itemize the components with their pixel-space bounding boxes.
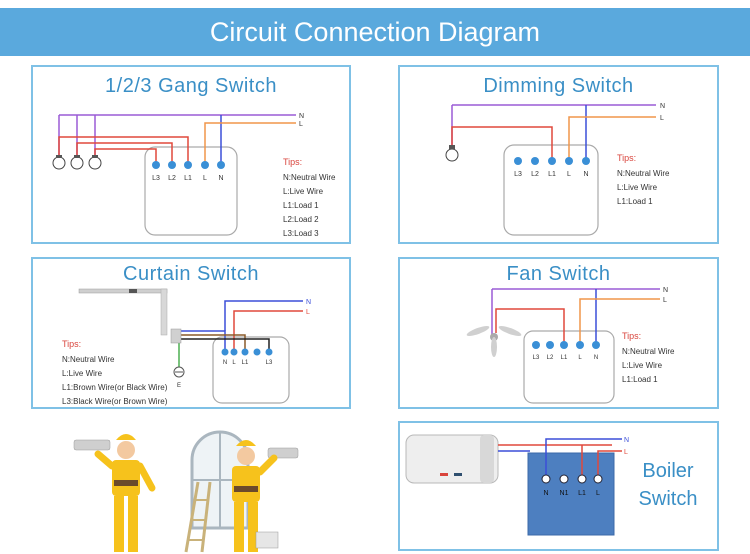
wire-label-n: N <box>306 299 311 306</box>
electricians-illustration <box>73 430 299 553</box>
terminal-dot <box>201 161 209 169</box>
tip-line: N:Neutral Wire <box>622 347 675 356</box>
terminal-label: N1 <box>560 490 569 497</box>
boiler-title-line: Switch <box>638 488 698 510</box>
curtain-switch-panel: Curtain Switch E N L L1 L3 N L Tips: N:N… <box>31 257 351 409</box>
terminal-dot <box>168 161 176 169</box>
gang-switch-panel: 1/2/3 Gang Switch L3 L2 L1 L N N L Tips:… <box>31 65 351 244</box>
tip-line: L:Live Wire <box>283 187 324 196</box>
fan-switch-panel: Fan Switch L3 L2 L1 L N N L Tips: N:Neut… <box>398 257 719 409</box>
terminal-label: L2 <box>168 175 176 182</box>
terminal-label: N <box>583 171 588 178</box>
worker-icon <box>232 440 299 552</box>
terminal-label: L3 <box>514 171 522 178</box>
tip-line: L:Live Wire <box>617 183 658 192</box>
gang-tips: Tips: N:Neutral Wire L:Live Wire L1:Load… <box>283 155 335 241</box>
boiler-switch-panel: N N1 L1 L N L Boiler Switch <box>398 421 719 551</box>
terminal-label: L2 <box>547 355 554 361</box>
boiler-title-line: Boiler <box>642 460 694 482</box>
terminal-label: N <box>223 360 227 366</box>
curtain-switch-diagram: E N L L1 L3 N L <box>78 288 311 404</box>
boiler-switch-box <box>527 452 615 536</box>
tip-line: L:Live Wire <box>622 361 663 370</box>
water-heater-icon <box>405 434 499 484</box>
wire-label-n: N <box>624 437 629 444</box>
tip-line: L3:Load 3 <box>283 229 319 238</box>
gang-live-wire <box>204 122 296 165</box>
tip-line: N:Neutral Wire <box>617 169 670 178</box>
terminal-dot <box>184 161 192 169</box>
terminal-label: L <box>203 175 207 182</box>
bulb-icon <box>70 155 84 170</box>
dimming-switch-box <box>503 144 599 236</box>
tips-heading: Tips: <box>283 157 303 167</box>
tips-heading: Tips: <box>622 331 642 341</box>
terminal-label: L <box>578 355 582 361</box>
bulb-icon <box>88 155 102 170</box>
terminal-label: L <box>567 171 571 178</box>
gang-switch-diagram: L3 L2 L1 L N N L <box>52 113 304 236</box>
bulb-icon <box>52 155 66 170</box>
tip-line: L1:Load 1 <box>283 201 319 210</box>
terminal-label: L3 <box>152 175 160 182</box>
tips-heading: Tips: <box>617 153 637 163</box>
wire-label-n: N <box>299 113 304 120</box>
tip-line: L3:Black Wire(or Brown Wire) <box>62 397 168 406</box>
dimming-tips: Tips: N:Neutral Wire L:Live Wire L1:Load… <box>617 151 669 209</box>
dimming-switch-panel: Dimming Switch L3 L2 L1 L N N L Tips: N:… <box>398 65 719 244</box>
terminal-label: L1 <box>242 360 249 366</box>
curtain-rail-icon <box>78 288 168 336</box>
dimming-switch-title: Dimming Switch <box>483 75 634 97</box>
boiler-switch-diagram: N N1 L1 L N L <box>405 434 629 536</box>
boiler-switch-title: Boiler Switch <box>626 457 710 513</box>
fan-switch-title: Fan Switch <box>506 263 611 285</box>
tip-line: L1:Load 1 <box>617 197 653 206</box>
terminal-label: L <box>596 490 600 497</box>
terminal-label: L <box>232 360 236 366</box>
terminal-label: N <box>543 490 548 497</box>
terminal-label: N <box>218 175 223 182</box>
tip-line: L1:Brown Wire(or Black Wire) <box>62 383 168 392</box>
wire-label-l: L <box>624 449 628 456</box>
curtain-switch-title: Curtain Switch <box>123 263 259 285</box>
wire-label-n: N <box>660 103 665 110</box>
gang-switch-box <box>144 146 238 236</box>
wire-label-l: L <box>660 115 664 122</box>
wire-label-l: L <box>663 297 667 304</box>
tip-line: N:Neutral Wire <box>62 355 115 364</box>
ladder-icon <box>184 481 212 553</box>
terminal-label: L1 <box>184 175 192 182</box>
terminal-dot <box>217 161 225 169</box>
page-title: Circuit Connection Diagram <box>209 17 541 47</box>
dimming-switch-diagram: L3 L2 L1 L N N L <box>445 103 665 236</box>
bulb-icon <box>445 145 459 162</box>
gang-switch-title: 1/2/3 Gang Switch <box>105 75 277 97</box>
terminal-label: L3 <box>533 355 540 361</box>
worker-icon <box>73 434 156 552</box>
fan-switch-box <box>523 330 615 404</box>
wire-label-l: L <box>306 309 310 316</box>
terminal-label: L1 <box>578 490 586 497</box>
terminal-label: L1 <box>561 355 568 361</box>
tips-heading: Tips: <box>62 339 82 349</box>
terminal-label: N <box>594 355 598 361</box>
terminal-label: L2 <box>531 171 539 178</box>
ground-label: E <box>177 383 181 389</box>
curtain-tips: Tips: N:Neutral Wire L:Live Wire L1:Brow… <box>62 337 167 409</box>
fan-tips: Tips: N:Neutral Wire L:Live Wire L1:Load… <box>622 329 674 387</box>
tip-line: L:Live Wire <box>62 369 103 378</box>
wire-label-n: N <box>663 287 668 294</box>
terminal-label: L3 <box>266 360 273 366</box>
tip-line: N:Neutral Wire <box>283 173 336 182</box>
wire-label-l: L <box>299 121 303 128</box>
terminal-dot <box>152 161 160 169</box>
ceiling-fan-icon <box>466 326 522 357</box>
fan-switch-diagram: L3 L2 L1 L N N L <box>466 287 668 404</box>
tip-line: L2:Load 2 <box>283 215 319 224</box>
ground-icon <box>173 366 185 378</box>
terminal-label: L1 <box>548 171 556 178</box>
tip-line: L1:Load 1 <box>622 375 658 384</box>
header-banner: Circuit Connection Diagram <box>0 8 750 56</box>
